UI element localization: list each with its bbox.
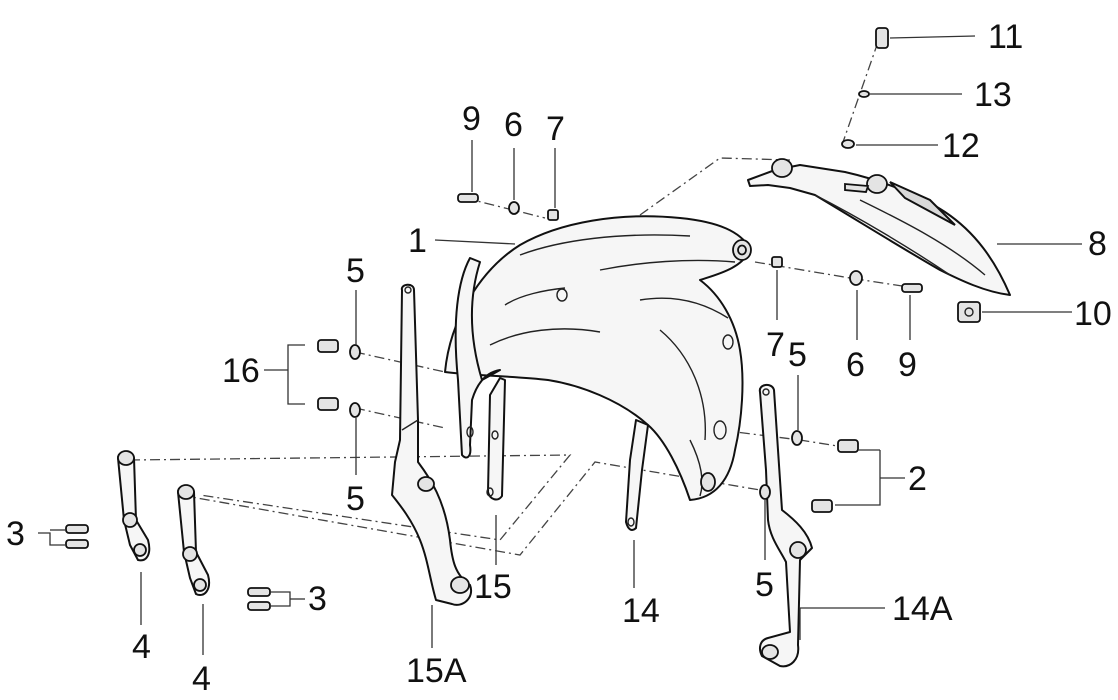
callout-4-right: 4 bbox=[192, 660, 211, 698]
callout-5-right-bottom: 5 bbox=[755, 566, 774, 604]
callout-15a: 15A bbox=[406, 652, 467, 690]
callout-8: 8 bbox=[1088, 225, 1107, 263]
callout-5-top: 5 bbox=[346, 252, 365, 290]
callout-14a: 14A bbox=[892, 590, 953, 628]
callout-2: 2 bbox=[908, 460, 927, 498]
callout-5-mid: 5 bbox=[346, 480, 365, 518]
leader-lines bbox=[38, 35, 1082, 655]
callout-11: 11 bbox=[988, 18, 1023, 56]
callout-7-right: 7 bbox=[766, 326, 785, 364]
callout-10: 10 bbox=[1074, 295, 1112, 333]
callout-9-right: 9 bbox=[898, 346, 917, 384]
callout-3-right: 3 bbox=[308, 580, 327, 618]
callout-4-left: 4 bbox=[132, 628, 151, 666]
callout-6-right: 6 bbox=[846, 346, 865, 384]
bracket-15a bbox=[391, 283, 473, 606]
bracket-14a bbox=[758, 384, 813, 668]
fasteners bbox=[65, 27, 981, 611]
callout-9-top: 9 bbox=[462, 100, 481, 138]
callout-15: 15 bbox=[474, 568, 512, 606]
front-fender bbox=[444, 215, 752, 531]
rear-fender-extension bbox=[747, 158, 1011, 296]
callout-13: 13 bbox=[974, 76, 1012, 114]
callout-7-top: 7 bbox=[546, 110, 565, 148]
callout-1: 1 bbox=[408, 222, 427, 260]
link-4-left bbox=[117, 450, 151, 562]
link-4-right bbox=[177, 484, 210, 596]
callout-14: 14 bbox=[622, 592, 660, 630]
callout-3-left: 3 bbox=[6, 515, 25, 553]
callout-16: 16 bbox=[222, 352, 260, 390]
callout-labels: 1 2 3 3 4 4 5 5 5 5 6 6 7 7 8 9 9 10 11 … bbox=[6, 18, 1112, 698]
callout-5-right-top: 5 bbox=[788, 336, 807, 374]
callout-12: 12 bbox=[942, 127, 980, 165]
callout-6-top: 6 bbox=[504, 106, 523, 144]
